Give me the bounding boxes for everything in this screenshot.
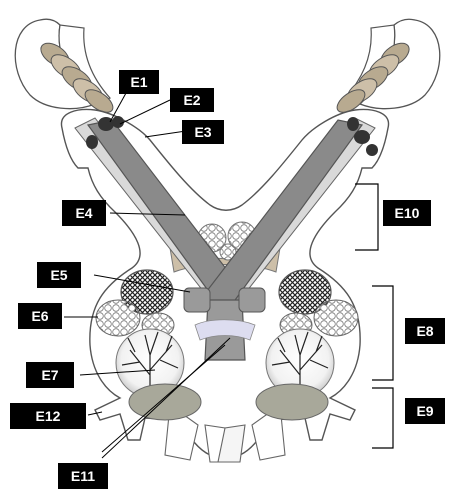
label-e9-text: E9 — [416, 403, 433, 419]
label-e8-text: E8 — [416, 323, 433, 339]
label-e2-text: E2 — [183, 92, 200, 108]
label-e10: E10 — [383, 200, 431, 226]
bracket-e9 — [372, 388, 393, 448]
label-e5-text: E5 — [50, 267, 67, 283]
label-e8: E8 — [405, 318, 445, 344]
label-e1: E1 — [119, 70, 159, 94]
label-e1-text: E1 — [130, 74, 147, 90]
bracket-e8 — [372, 286, 393, 380]
label-e4: E4 — [62, 200, 106, 226]
label-e4-text: E4 — [75, 205, 92, 221]
label-e5: E5 — [37, 262, 81, 288]
label-e6: E6 — [18, 303, 62, 329]
label-e11-text: E11 — [71, 468, 95, 484]
label-e3-text: E3 — [194, 124, 211, 140]
label-e11: E11 — [58, 463, 108, 489]
label-e12: E12 — [10, 403, 86, 429]
bracket-e10 — [355, 184, 378, 250]
label-e2: E2 — [170, 88, 214, 112]
label-e12-text: E12 — [36, 408, 61, 424]
label-e7: E7 — [26, 362, 74, 388]
label-e10-text: E10 — [395, 205, 420, 221]
label-e3: E3 — [182, 120, 224, 144]
label-e7-text: E7 — [41, 367, 58, 383]
label-e9: E9 — [405, 398, 445, 424]
label-e6-text: E6 — [31, 308, 48, 324]
